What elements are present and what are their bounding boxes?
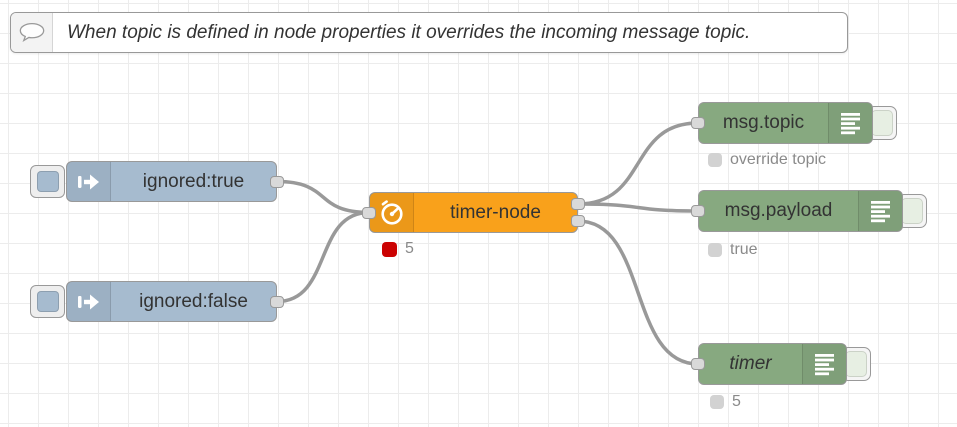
stopwatch-icon <box>370 193 414 232</box>
inject-button-pad <box>36 171 59 192</box>
debug-toggle-pad <box>901 198 923 224</box>
output-port-ignored-true[interactable] <box>270 175 284 188</box>
inject-node-ignored-false[interactable]: ignored:false <box>66 281 277 322</box>
status-dot-gray <box>710 395 724 409</box>
status-text: true <box>730 241 758 258</box>
inject-button-ignored-false[interactable] <box>30 285 65 318</box>
node-label: ignored:false <box>139 290 248 312</box>
wire-inject-false-to-timer[interactable] <box>275 210 371 304</box>
timer-node[interactable]: timer-node <box>369 192 578 233</box>
debug-toggle-pad <box>845 351 867 377</box>
status-msg-topic: override topic <box>708 151 826 169</box>
inject-arrow-icon <box>67 162 111 201</box>
comment-text: When topic is defined in node properties… <box>67 21 751 43</box>
node-label: ignored:true <box>142 170 245 192</box>
node-label: timer-node <box>450 201 541 223</box>
wire-timer-to-msg-topic[interactable] <box>576 121 700 206</box>
node-label: msg.payload <box>724 200 833 221</box>
inject-arrow-icon <box>67 282 111 321</box>
status-dot-gray <box>708 243 722 257</box>
status-timer-node: 5 <box>382 240 414 258</box>
wire-timer-to-debug-timer[interactable] <box>576 219 700 366</box>
status-text: 5 <box>732 393 741 410</box>
status-debug-timer: 5 <box>710 393 741 411</box>
output-port-ignored-false[interactable] <box>270 295 284 308</box>
status-text: 5 <box>405 240 414 257</box>
debug-node-msg-topic[interactable]: msg.topic <box>698 102 873 144</box>
comment-node[interactable]: When topic is defined in node properties… <box>10 12 848 53</box>
debug-list-icon <box>802 344 846 384</box>
debug-list-icon <box>858 191 902 231</box>
wire-inject-true-to-timer[interactable] <box>275 179 371 215</box>
status-msg-payload: true <box>708 241 758 259</box>
input-port-timer[interactable] <box>362 206 376 219</box>
status-text: override topic <box>730 151 827 168</box>
input-port-msg-topic[interactable] <box>691 117 705 129</box>
input-port-msg-payload[interactable] <box>691 205 705 217</box>
output-port-timer-2[interactable] <box>571 215 585 227</box>
status-dot-gray <box>708 153 722 167</box>
debug-node-timer[interactable]: timer <box>698 343 847 385</box>
input-port-debug-timer[interactable] <box>691 358 705 370</box>
inject-node-ignored-true[interactable]: ignored:true <box>66 161 277 202</box>
wire-timer-to-msg-payload[interactable] <box>576 202 700 213</box>
inject-button-ignored-true[interactable] <box>30 165 65 198</box>
speech-bubble-icon <box>11 13 53 52</box>
debug-node-msg-payload[interactable]: msg.payload <box>698 190 903 232</box>
node-label: msg.topic <box>722 112 805 133</box>
debug-toggle-pad <box>871 110 893 136</box>
inject-button-pad <box>36 291 59 312</box>
node-label: timer <box>729 353 772 374</box>
output-port-timer-1[interactable] <box>571 198 585 210</box>
debug-list-icon <box>828 103 872 143</box>
status-dot-red <box>382 241 397 257</box>
